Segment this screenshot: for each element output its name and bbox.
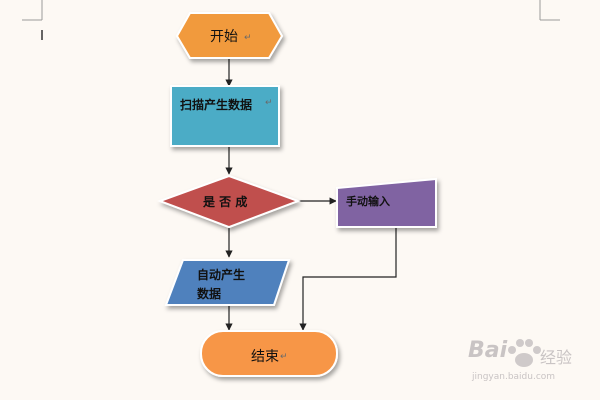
decision-label: 是 否 成 [203,195,248,209]
scan-node [170,85,280,147]
auto-data-node [164,259,291,306]
end-label: 结束 [251,349,279,365]
start-label: 开始 [210,29,238,45]
connector-manual-end [299,226,397,331]
start-node [175,12,284,59]
decision-node [157,174,301,229]
watermark-brand: Bai [468,338,508,363]
end-node [200,330,338,377]
watermark-url: jingyan.baidu.com [472,372,556,382]
scan-label: 扫描产生数据 [180,98,253,112]
auto-data-label-line1: 自动产生 [197,268,246,282]
manual-input-label: 手动输入 [346,195,390,208]
auto-data-label-line2: 数据 [197,287,222,301]
watermark-brand-cn: 经验 [540,348,573,367]
manual-input-node [336,177,437,228]
